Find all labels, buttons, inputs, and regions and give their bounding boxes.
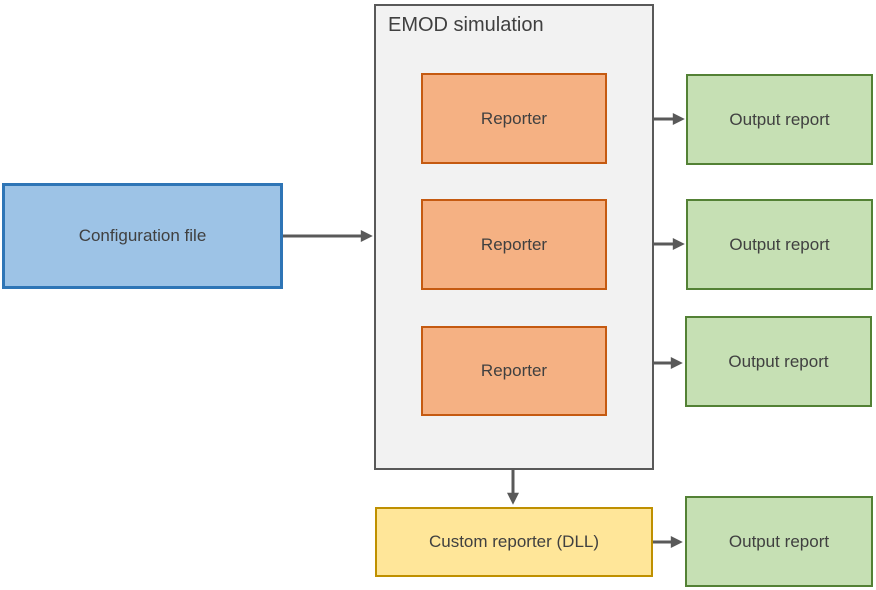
output-report-node-2: Output report (686, 199, 873, 290)
simulation-title: EMOD simulation (388, 14, 544, 36)
reporter-label: Reporter (480, 108, 548, 128)
reporter-node-3: Reporter (421, 326, 607, 416)
output-report-node-3: Output report (685, 316, 872, 407)
output-report-label: Output report (728, 531, 830, 551)
custom-reporter-node: Custom reporter (DLL) (375, 507, 653, 577)
output-report-label: Output report (729, 234, 830, 254)
output-report-node-4: Output report (685, 496, 873, 587)
reporter-node-2: Reporter (421, 199, 607, 290)
output-report-label: Output report (728, 351, 829, 371)
config-file-label: Configuration file (78, 226, 207, 245)
reporter-label: Reporter (480, 234, 548, 254)
reporter-label: Reporter (480, 361, 548, 380)
output-report-node-1: Output report (686, 74, 873, 165)
config-file-node: Configuration file (2, 183, 283, 289)
reporter-node-1: Reporter (421, 73, 607, 164)
custom-reporter-label: Custom reporter (DLL) (428, 532, 600, 551)
output-report-label: Output report (729, 109, 830, 129)
